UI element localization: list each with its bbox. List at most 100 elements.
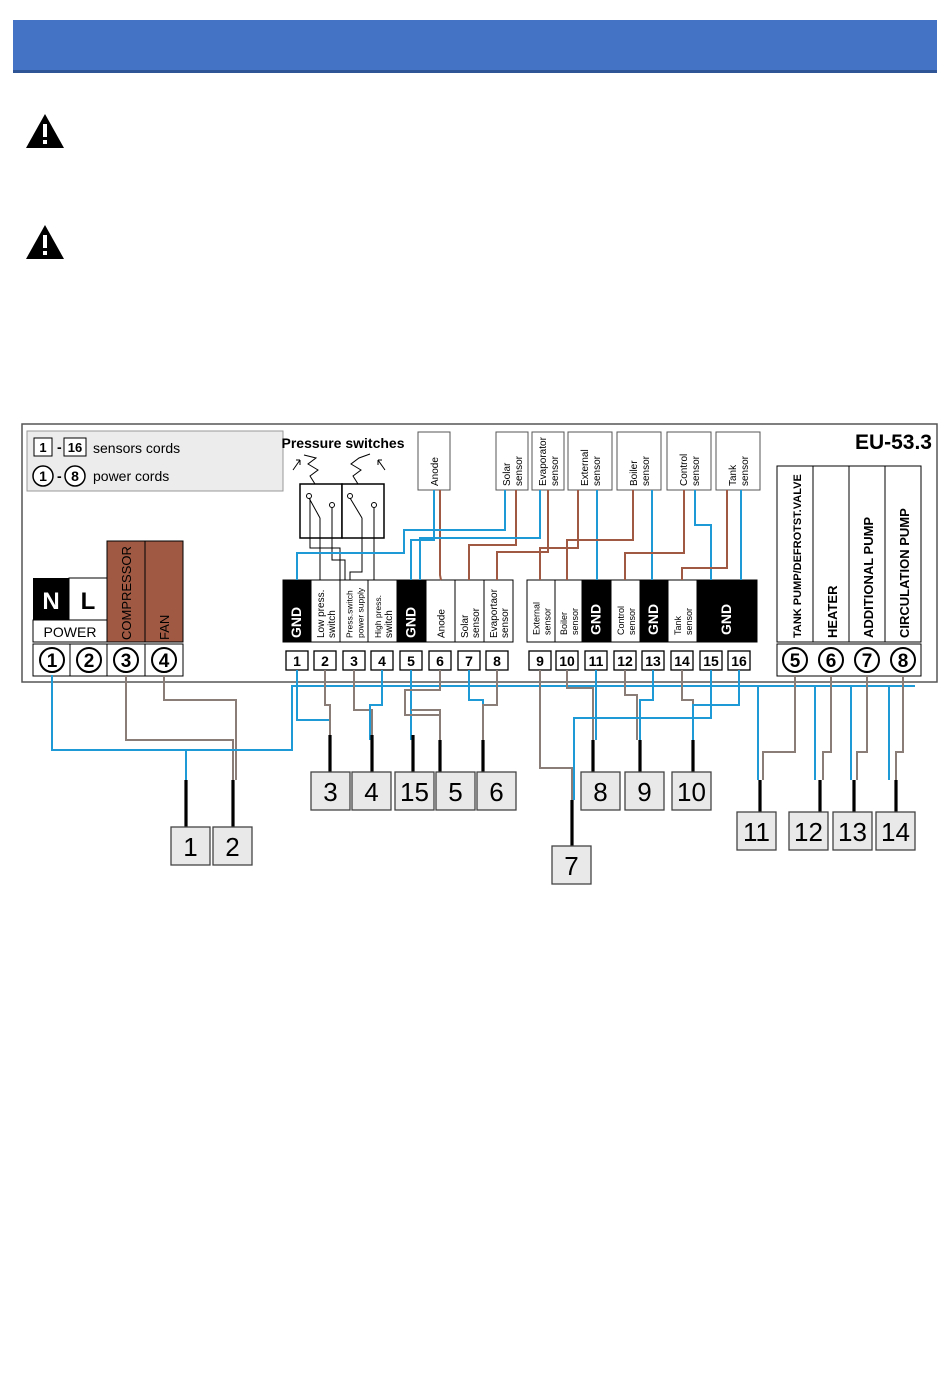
- sensor-terminal-number: 11: [589, 653, 604, 669]
- cord-box: [580, 771, 621, 811]
- power-terminal-number: 2: [84, 651, 95, 672]
- output-label-cell: [884, 465, 922, 643]
- wire: [895, 675, 904, 780]
- sensor-label-text: sensor: [627, 608, 637, 635]
- top-sensor-box: [531, 431, 565, 491]
- top-sensor-box: [715, 431, 761, 491]
- cord-number: 10: [677, 777, 706, 807]
- power-block: N L POWER COMPRESSOR FAN: [32, 540, 184, 643]
- sensor-label-text: Evaportaor: [489, 588, 500, 638]
- sensor-label-cell: [339, 579, 369, 643]
- cord-box: [875, 811, 916, 851]
- output-terminal-number: 6: [826, 651, 837, 672]
- model-label: EU-53.3: [855, 431, 932, 454]
- cord-number: 13: [838, 817, 867, 847]
- sensor-label-text: sensor: [471, 607, 482, 638]
- sensor-label-cell: [526, 579, 556, 643]
- sensor-label-text: switch: [384, 610, 395, 638]
- power-terminal-number: 4: [159, 651, 170, 672]
- wire: [411, 709, 441, 740]
- sensor-label-text: switch: [327, 610, 338, 638]
- top-sensor-label: sensor: [514, 455, 525, 486]
- svg-text:-: -: [57, 439, 62, 455]
- legend-sensor-from: 1: [39, 440, 46, 455]
- wire: [324, 670, 331, 740]
- sensor-label-text: GND: [288, 607, 304, 638]
- pressure-switches-title: Pressure switches: [282, 435, 405, 451]
- cord-box: [551, 845, 592, 885]
- sensor-terminal-number: 10: [559, 653, 575, 669]
- wires: [51, 490, 915, 846]
- wire: [369, 670, 383, 740]
- top-sensor-label: Evaporator: [538, 436, 549, 486]
- cord-box: [624, 771, 665, 811]
- wire: [573, 670, 712, 800]
- wire: [404, 670, 441, 716]
- top-sensor-label: Boiler: [629, 460, 640, 486]
- wire: [51, 675, 187, 780]
- cord-number: 8: [593, 777, 607, 807]
- wire: [639, 670, 654, 740]
- cord-number: 3: [323, 777, 337, 807]
- output-label-text: CIRCULATION PUMP: [897, 508, 912, 638]
- sensor-label-text: Control: [616, 606, 626, 635]
- sensor-terminal-number: 4: [378, 653, 386, 669]
- sensor-label-text: Boiler: [559, 612, 569, 635]
- power-terminal-circle: [151, 647, 177, 673]
- wire: [539, 490, 579, 580]
- output-terminal-circle: [818, 647, 844, 673]
- output-terminal-circle: [854, 647, 880, 673]
- sensor-label-text: GND: [718, 604, 734, 635]
- output-terminal-circle: [782, 647, 808, 673]
- sensor-terminal-number: 12: [617, 653, 633, 669]
- wire: [125, 675, 234, 780]
- output-terminal-circle: [890, 647, 916, 673]
- wire: [163, 675, 237, 780]
- cord-number: 11: [743, 817, 770, 847]
- wire: [439, 490, 442, 581]
- wire: [822, 675, 832, 780]
- sensor-label-text: power supply: [356, 587, 366, 638]
- power-terminal-number: 1: [47, 651, 58, 672]
- power-label: POWER: [44, 624, 97, 640]
- svg-text:-: -: [57, 468, 62, 484]
- wire: [353, 670, 373, 740]
- output-label-text: HEATER: [825, 585, 840, 638]
- power-terminal-circle: [39, 647, 65, 673]
- output-terminal-number: 7: [862, 651, 873, 672]
- top-sensor-box: [616, 431, 662, 491]
- cord-box: [394, 771, 435, 811]
- top-sensor-label: External: [580, 449, 591, 486]
- wire: [681, 490, 728, 580]
- cord-number: 12: [794, 817, 823, 847]
- sensor-label-cell: [696, 579, 758, 643]
- wire: [692, 670, 740, 740]
- top-sensor-label: Tank: [728, 464, 739, 486]
- top-sensor-label: sensor: [592, 455, 603, 486]
- output-label-cell: [776, 465, 814, 643]
- top-sensor-label: sensor: [550, 455, 561, 486]
- legend-sensors-text: sensors cords: [93, 440, 180, 456]
- output-label-cell: [848, 465, 886, 643]
- cord-number: 1: [183, 832, 197, 862]
- sensor-label-text: High press.: [373, 595, 383, 638]
- pressure-switches: Pressure switches: [282, 435, 405, 584]
- neutral-label: N: [42, 588, 59, 615]
- top-sensor-label: sensor: [691, 455, 702, 486]
- sensor-label-cell: [310, 579, 341, 643]
- sensor-label-cell: [483, 579, 514, 643]
- top-sensor-box: [417, 431, 451, 491]
- legend-power-text: power cords: [93, 468, 169, 484]
- sensor-label-text: GND: [645, 604, 661, 635]
- sensor-terminal-number: 6: [436, 653, 444, 669]
- wire: [566, 670, 594, 740]
- sensor-label-text: Press.switch: [345, 590, 355, 638]
- line-label: L: [81, 588, 96, 615]
- wire: [566, 490, 634, 580]
- sensor-label-text: Anode: [437, 609, 448, 638]
- top-sensor-box: [495, 431, 529, 491]
- sensor-terminal-number: 13: [645, 653, 661, 669]
